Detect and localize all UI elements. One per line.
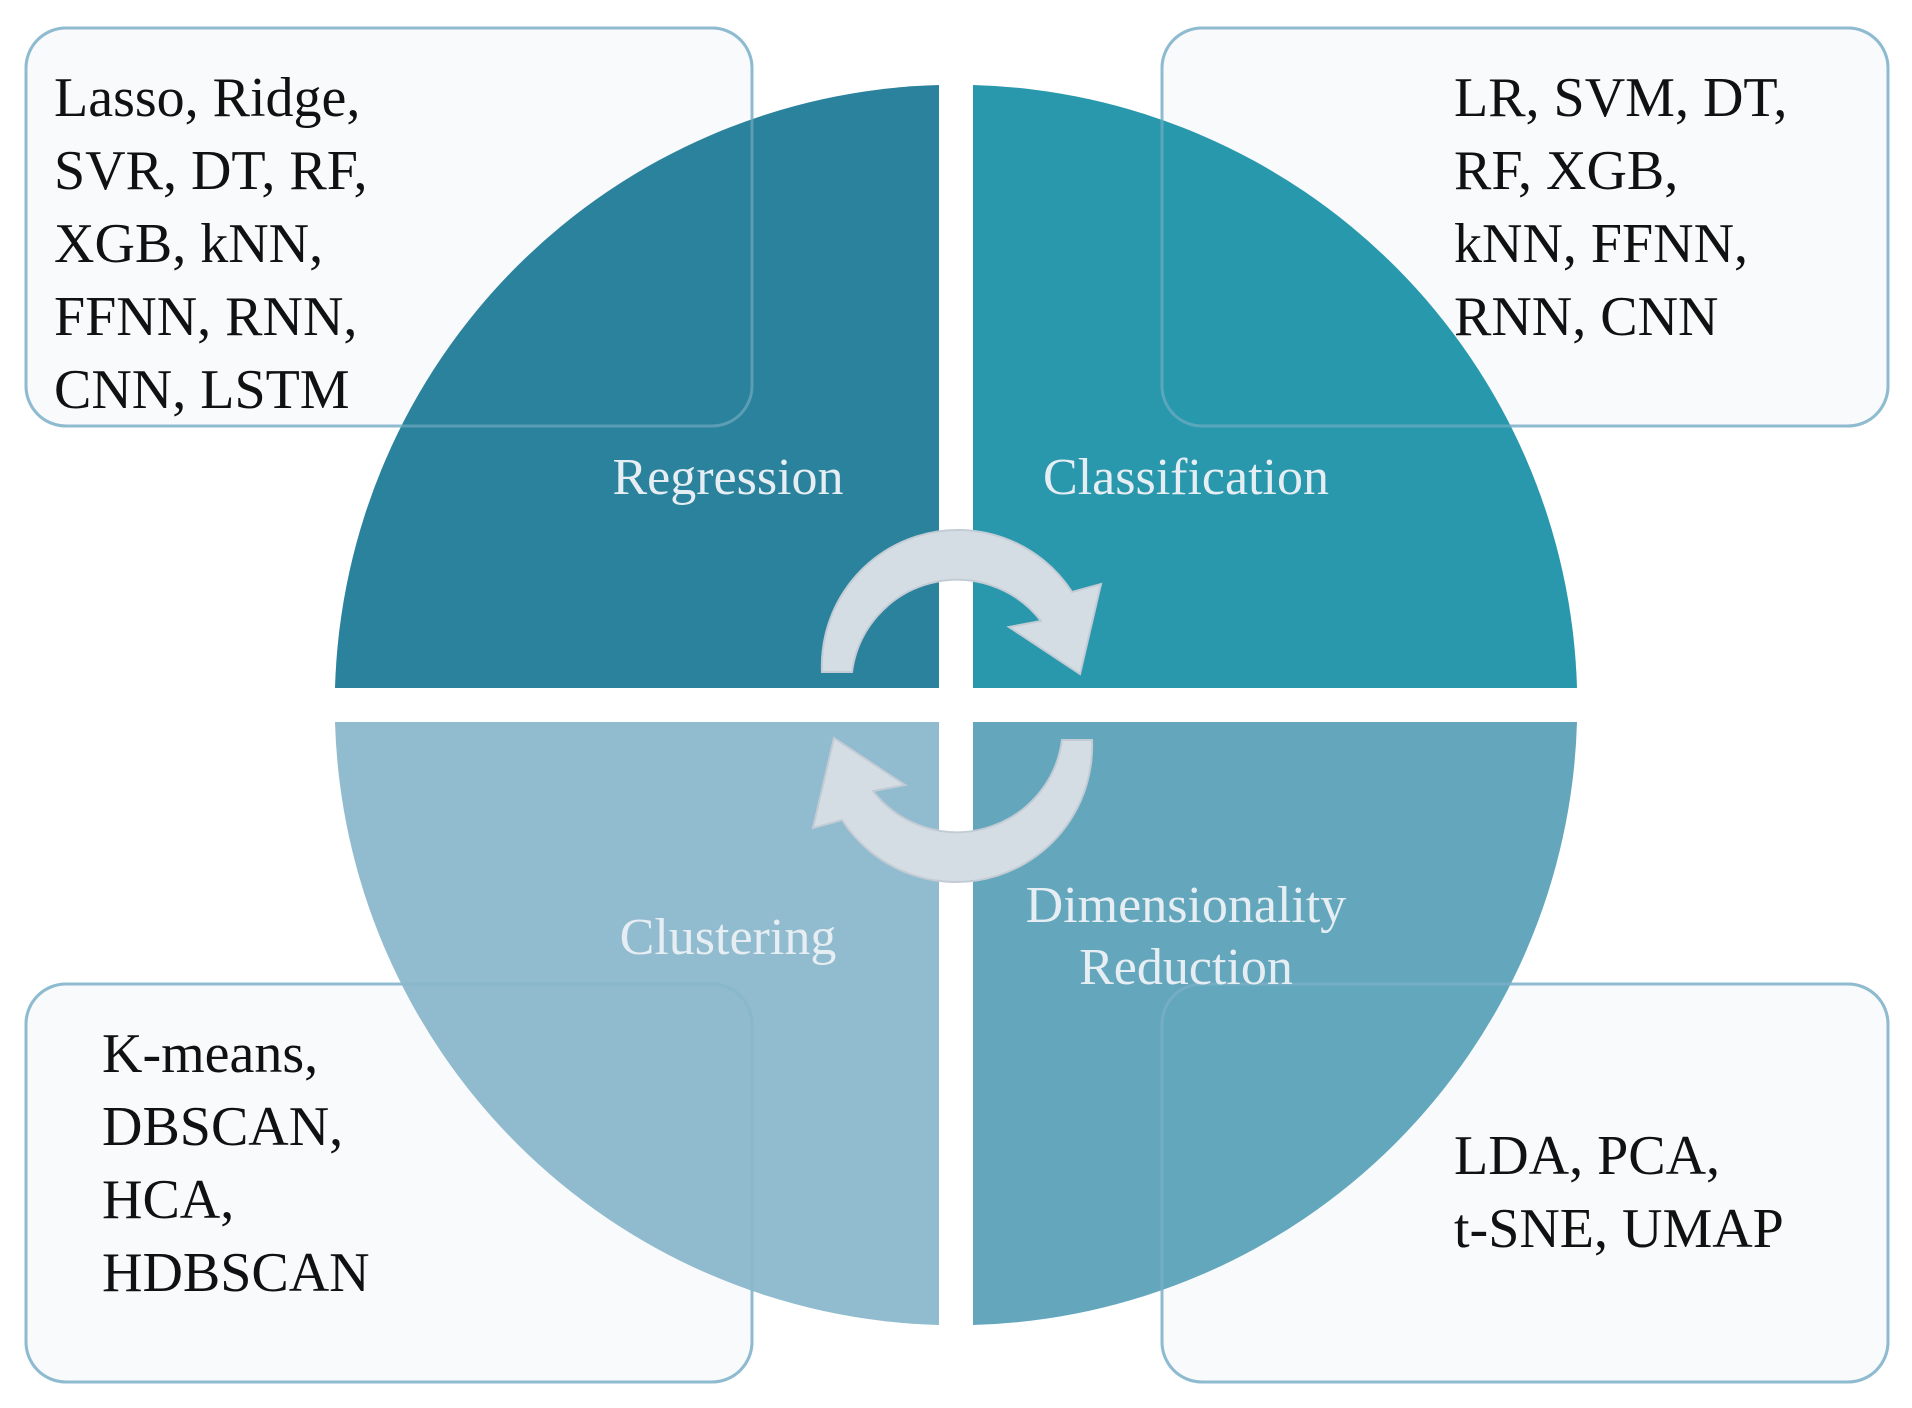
list-item: kNN, FFNN,	[1454, 213, 1749, 275]
label-regression: Regression	[612, 449, 843, 506]
list-item: DBSCAN,	[102, 1096, 344, 1158]
list-item: XGB, kNN,	[54, 213, 324, 275]
list-item: LDA, PCA,	[1454, 1125, 1721, 1187]
list-item: Lasso, Ridge,	[54, 67, 361, 129]
quadrant-regression	[335, 85, 939, 688]
list-item: HCA,	[102, 1169, 235, 1231]
arrow-top-icon	[820, 528, 1103, 676]
label-clustering: Clustering	[620, 909, 837, 966]
quadrant-clustering	[335, 722, 939, 1325]
list-item: t-SNE, UMAP	[1454, 1198, 1784, 1260]
quadrant-classification	[973, 85, 1577, 688]
list-item: K-means,	[102, 1023, 319, 1085]
list-item: RF, XGB,	[1454, 140, 1679, 202]
list-item: LR, SVM, DT,	[1454, 67, 1788, 129]
box-top-right-text: LR, SVM, DT, RF, XGB, kNN, FFNN, RNN, CN…	[1454, 62, 1787, 354]
label-classification: Classification	[1043, 449, 1329, 506]
arrow-bottom-icon	[811, 736, 1094, 884]
box-top-left-text: Lasso, Ridge, SVR, DT, RF, XGB, kNN, FFN…	[54, 62, 367, 427]
label-dimensionality-line2: Reduction	[1079, 939, 1293, 996]
list-item: CNN, LSTM	[54, 359, 350, 421]
box-bottom-left-text: K-means, DBSCAN, HCA, HDBSCAN	[102, 1018, 370, 1310]
quadrant-dimensionality-reduction	[973, 722, 1577, 1325]
list-item: RNN, CNN	[1454, 286, 1719, 348]
list-item: FFNN, RNN,	[54, 286, 358, 348]
list-item: SVR, DT, RF,	[54, 140, 368, 202]
label-dimensionality-line1: Dimensionality	[1026, 877, 1347, 934]
box-bottom-right-text: LDA, PCA, t-SNE, UMAP	[1454, 1120, 1784, 1266]
cycle-arrows-icon	[811, 528, 1103, 884]
list-item: HDBSCAN	[102, 1242, 370, 1304]
